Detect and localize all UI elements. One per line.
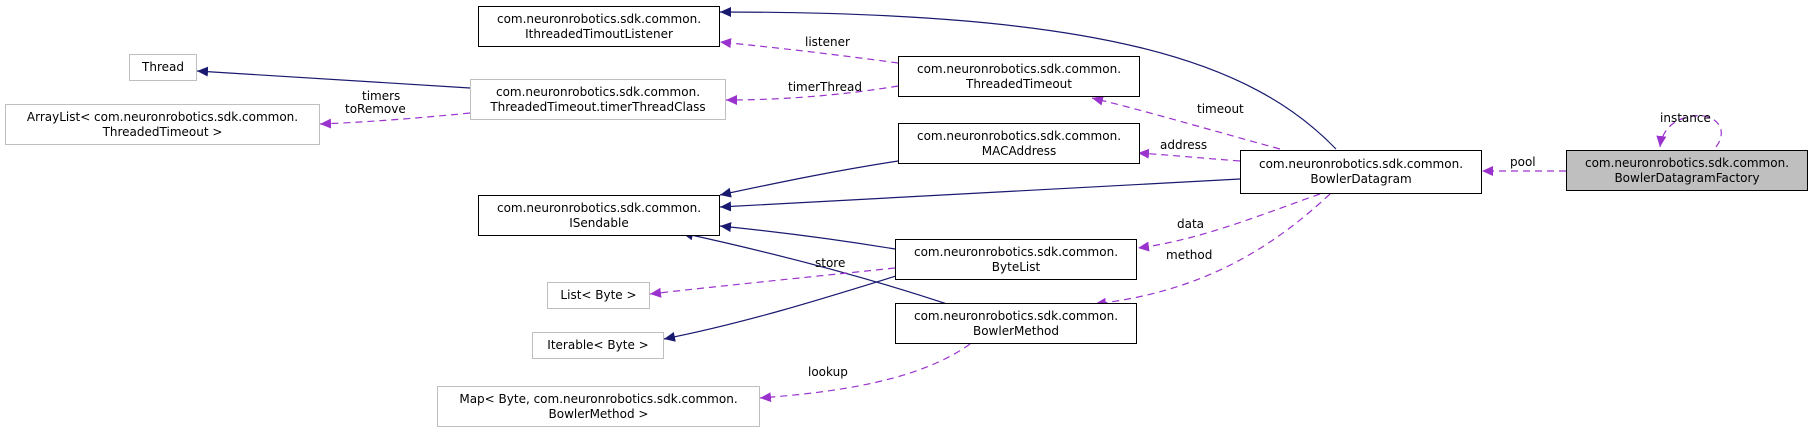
edge-bowlermethod-to-map-lookup [759,343,971,403]
edge-factory-instance-self-loop [1656,115,1722,148]
node-bytelist[interactable]: com.neuronrobotics.sdk.common. ByteList [895,239,1137,280]
node-bowlerdatagramfactory-package: com.neuronrobotics.sdk.common. [1584,155,1790,170]
edge-label-address: address [1160,138,1208,152]
edge-bytelist-to-listbyte-store [649,267,896,298]
node-bytelist-package: com.neuronrobotics.sdk.common. [913,244,1119,259]
edge-label-instance: instance [1660,111,1711,125]
node-bowlerdatagram-package: com.neuronrobotics.sdk.common. [1258,157,1464,171]
node-arraylist-name: ThreadedTimeout > [102,124,223,139]
edge-label-pool: pool [1510,155,1536,169]
node-isendable-package: com.neuronrobotics.sdk.common. [496,200,702,215]
node-list-byte-name: List< Byte > [560,288,637,302]
node-iterable-byte-name: Iterable< Byte > [547,338,649,352]
edge-threadedtimeout-to-timerthreadclass [725,85,899,105]
edge-bowlerdatagram-to-macaddress [1137,148,1241,162]
edge-label-method: method [1166,248,1213,262]
edge-label-store: store [815,256,846,270]
edge-label-toremove: toRemove [345,102,406,116]
edge-label-timers: timers [362,89,401,103]
node-ithreadedtimoutlistener-package: com.neuronrobotics.sdk.common. [496,11,702,26]
node-bowlerdatagramfactory-name: BowlerDatagramFactory [1614,170,1760,185]
edge-bowlermethod-to-isendable [681,230,951,306]
node-thread[interactable]: Thread [129,54,197,81]
node-isendable-name: ISendable [569,215,629,230]
node-bowlerdatagram-name: BowlerDatagram [1310,172,1412,186]
edge-label-data: data [1177,217,1205,231]
node-arraylist-package: ArrayList< com.neuronrobotics.sdk.common… [26,109,299,124]
node-bowlermethod[interactable]: com.neuronrobotics.sdk.common. BowlerMet… [895,303,1137,344]
edge-timerthreadclass-to-thread [196,66,471,89]
edge-label-listener: listener [805,35,850,49]
edge-bowlerdatagram-to-bytelist [1137,193,1321,252]
node-threadedtimeout-name: ThreadedTimeout [966,76,1072,91]
node-bowlerdatagramfactory[interactable]: com.neuronrobotics.sdk.common. BowlerDat… [1566,150,1808,191]
node-arraylist-threadedtimeout[interactable]: ArrayList< com.neuronrobotics.sdk.common… [5,104,320,145]
node-thread-name: Thread [142,60,184,74]
edge-macaddress-to-isendable [719,160,899,198]
node-macaddress-name: MACAddress [981,143,1057,158]
edge-label-timeout: timeout [1197,102,1244,116]
edge-timerthreadclass-to-arraylist [319,112,471,129]
edge-bowlerdatagram-to-isendable [719,178,1241,212]
node-timerthreadclass[interactable]: com.neuronrobotics.sdk.common. ThreadedT… [470,79,726,120]
node-threadedtimeout-package: com.neuronrobotics.sdk.common. [916,61,1122,76]
node-threadedtimeout[interactable]: com.neuronrobotics.sdk.common. ThreadedT… [898,56,1140,97]
node-timerthreadclass-package: com.neuronrobotics.sdk.common. [495,84,701,99]
node-timerthreadclass-name: ThreadedTimeout.timerThreadClass [490,99,706,114]
node-ithreadedtimoutlistener-name: IthreadedTimoutListener [525,26,673,41]
edge-bowlerdatagram-to-threadedtimeout [1091,95,1281,150]
edge-label-lookup: lookup [808,365,848,379]
node-macaddress-package: com.neuronrobotics.sdk.common. [916,128,1122,143]
node-macaddress[interactable]: com.neuronrobotics.sdk.common. MACAddres… [898,123,1140,164]
node-isendable[interactable]: com.neuronrobotics.sdk.common. ISendable [478,195,720,236]
edge-threadedtimeout-to-listener [719,38,899,64]
node-iterable-byte[interactable]: Iterable< Byte > [532,332,664,359]
edge-bowlerdatagram-to-bowlermethod [1094,193,1331,308]
node-list-byte[interactable]: List< Byte > [547,282,650,309]
node-bytelist-name: ByteList [991,259,1041,274]
edge-bowlerdatagram-to-ithreadedtimoutlistener [719,7,1337,150]
edge-bytelist-to-isendable [719,222,896,250]
node-ithreadedtimoutlistener[interactable]: com.neuronrobotics.sdk.common. Ithreaded… [478,6,720,47]
node-bowlermethod-package: com.neuronrobotics.sdk.common. [913,308,1119,323]
node-map-package: Map< Byte, com.neuronrobotics.sdk.common… [459,391,738,406]
node-bowlermethod-name: BowlerMethod [972,323,1060,338]
node-bowlerdatagram[interactable]: com.neuronrobotics.sdk.common. BowlerDat… [1240,150,1482,194]
node-map-byte-bowlermethod[interactable]: Map< Byte, com.neuronrobotics.sdk.common… [437,386,760,427]
edge-label-timerthread: timerThread [788,80,863,94]
node-map-name: BowlerMethod > [548,406,649,421]
